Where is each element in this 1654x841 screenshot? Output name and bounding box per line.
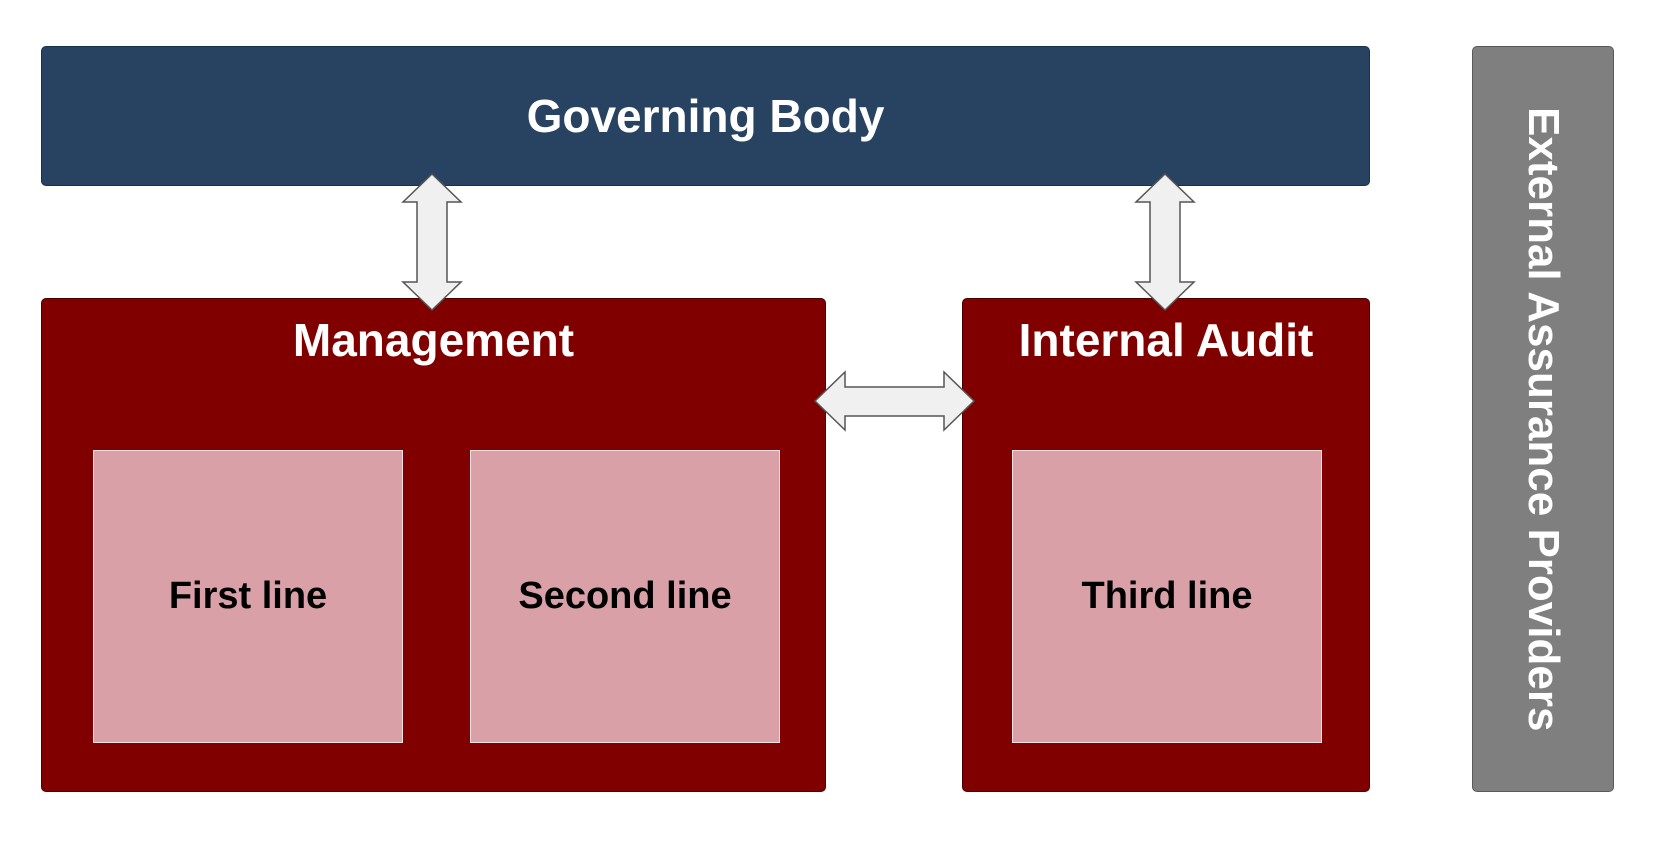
third-line-label: Third line xyxy=(1081,575,1253,617)
management-audit-arrow xyxy=(813,370,976,432)
internal-audit-label: Internal Audit xyxy=(1018,314,1314,366)
internal-audit-box: Internal Audit Third line xyxy=(962,298,1370,792)
governing-body-box: Governing Body xyxy=(41,46,1370,186)
first-line-label: First line xyxy=(168,575,328,617)
first-line-box: First line xyxy=(93,450,403,743)
management-label: Management xyxy=(292,314,575,366)
second-line-box: Second line xyxy=(470,450,780,743)
external-assurance-box: External Assurance Providers xyxy=(1472,46,1614,792)
governing-audit-arrow xyxy=(1134,172,1196,312)
second-line-label: Second line xyxy=(518,575,732,617)
third-line-box: Third line xyxy=(1012,450,1322,743)
management-box: Management First line Second line xyxy=(41,298,826,792)
governing-body-label: Governing Body xyxy=(526,90,885,142)
governing-management-arrow xyxy=(401,172,463,312)
external-assurance-label: External Assurance Providers xyxy=(1519,106,1568,732)
